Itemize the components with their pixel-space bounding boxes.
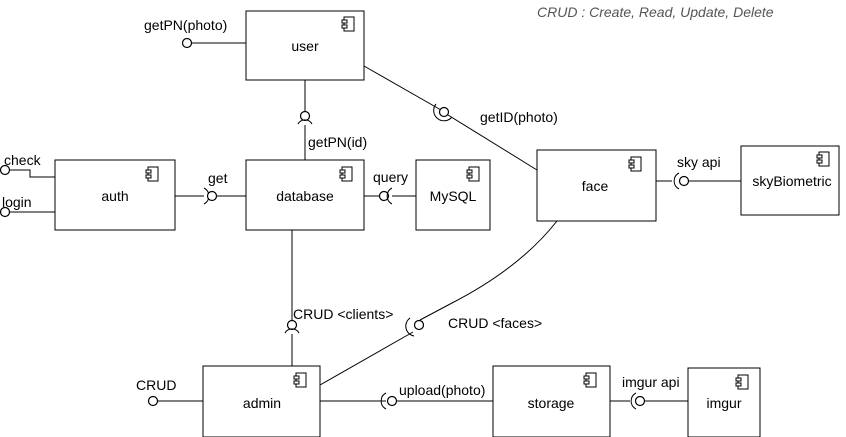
interface-crud-clients: CRUD <clients> (284, 230, 393, 366)
interface-getpn-id: getPN(id) (297, 80, 367, 160)
component-icon (145, 166, 159, 182)
component-auth-label: auth (101, 188, 128, 204)
component-icon (816, 151, 830, 167)
interface-get: get (175, 170, 246, 205)
component-storage[interactable]: storage (492, 365, 611, 437)
component-user[interactable]: user (245, 10, 365, 81)
label-query: query (373, 169, 408, 185)
label-sky-api: sky api (677, 154, 721, 170)
interface-upload-photo: upload(photo) (320, 382, 493, 410)
component-icon (466, 166, 480, 182)
label-crud: CRUD (136, 377, 176, 393)
component-imgur[interactable]: imgur (687, 367, 761, 437)
component-auth[interactable]: auth (54, 159, 176, 231)
component-admin[interactable]: admin (202, 365, 321, 437)
interface-sky-api: sky api (656, 154, 741, 190)
interface-query: query (364, 169, 416, 205)
label-get: get (208, 170, 228, 186)
label-imgur-api: imgur api (622, 374, 680, 390)
interface-crud-faces: CRUD <faces> (319, 220, 558, 386)
component-mysql-label: MySQL (430, 188, 477, 204)
component-storage-label: storage (528, 395, 575, 411)
component-skybiometric[interactable]: skyBiometric (740, 145, 840, 216)
component-icon (583, 372, 597, 388)
component-icon (341, 16, 355, 32)
interface-crud: CRUD (136, 377, 203, 407)
component-imgur-label: imgur (706, 395, 741, 411)
component-admin-label: admin (243, 395, 281, 411)
interface-login: login (0, 194, 55, 218)
label-getid-photo: getID(photo) (480, 109, 558, 125)
component-icon (293, 372, 307, 388)
label-login: login (2, 194, 32, 210)
component-skybiometric-label: skyBiometric (752, 173, 831, 189)
component-face-label: face (582, 178, 609, 194)
interface-check: check (0, 152, 55, 178)
interface-getpn-photo: getPN(photo) (144, 17, 246, 49)
label-crud-clients: CRUD <clients> (293, 306, 393, 322)
label-upload-photo: upload(photo) (399, 382, 485, 398)
interface-imgur-api: imgur api (610, 374, 688, 410)
component-mysql[interactable]: MySQL (415, 159, 491, 231)
interface-getid-photo: getID(photo) (363, 65, 558, 171)
component-icon (735, 374, 749, 390)
component-icon (628, 156, 642, 172)
label-getpn-photo: getPN(photo) (144, 17, 227, 33)
label-check: check (4, 152, 42, 168)
label-getpn-id: getPN(id) (308, 134, 367, 150)
component-database[interactable]: database (245, 159, 365, 231)
component-icon (339, 166, 353, 182)
component-face[interactable]: face (536, 149, 657, 222)
label-crud-faces: CRUD <faces> (448, 315, 542, 331)
crud-legend-note: CRUD : Create, Read, Update, Delete (537, 4, 774, 20)
component-user-label: user (291, 38, 319, 54)
component-database-label: database (276, 188, 334, 204)
